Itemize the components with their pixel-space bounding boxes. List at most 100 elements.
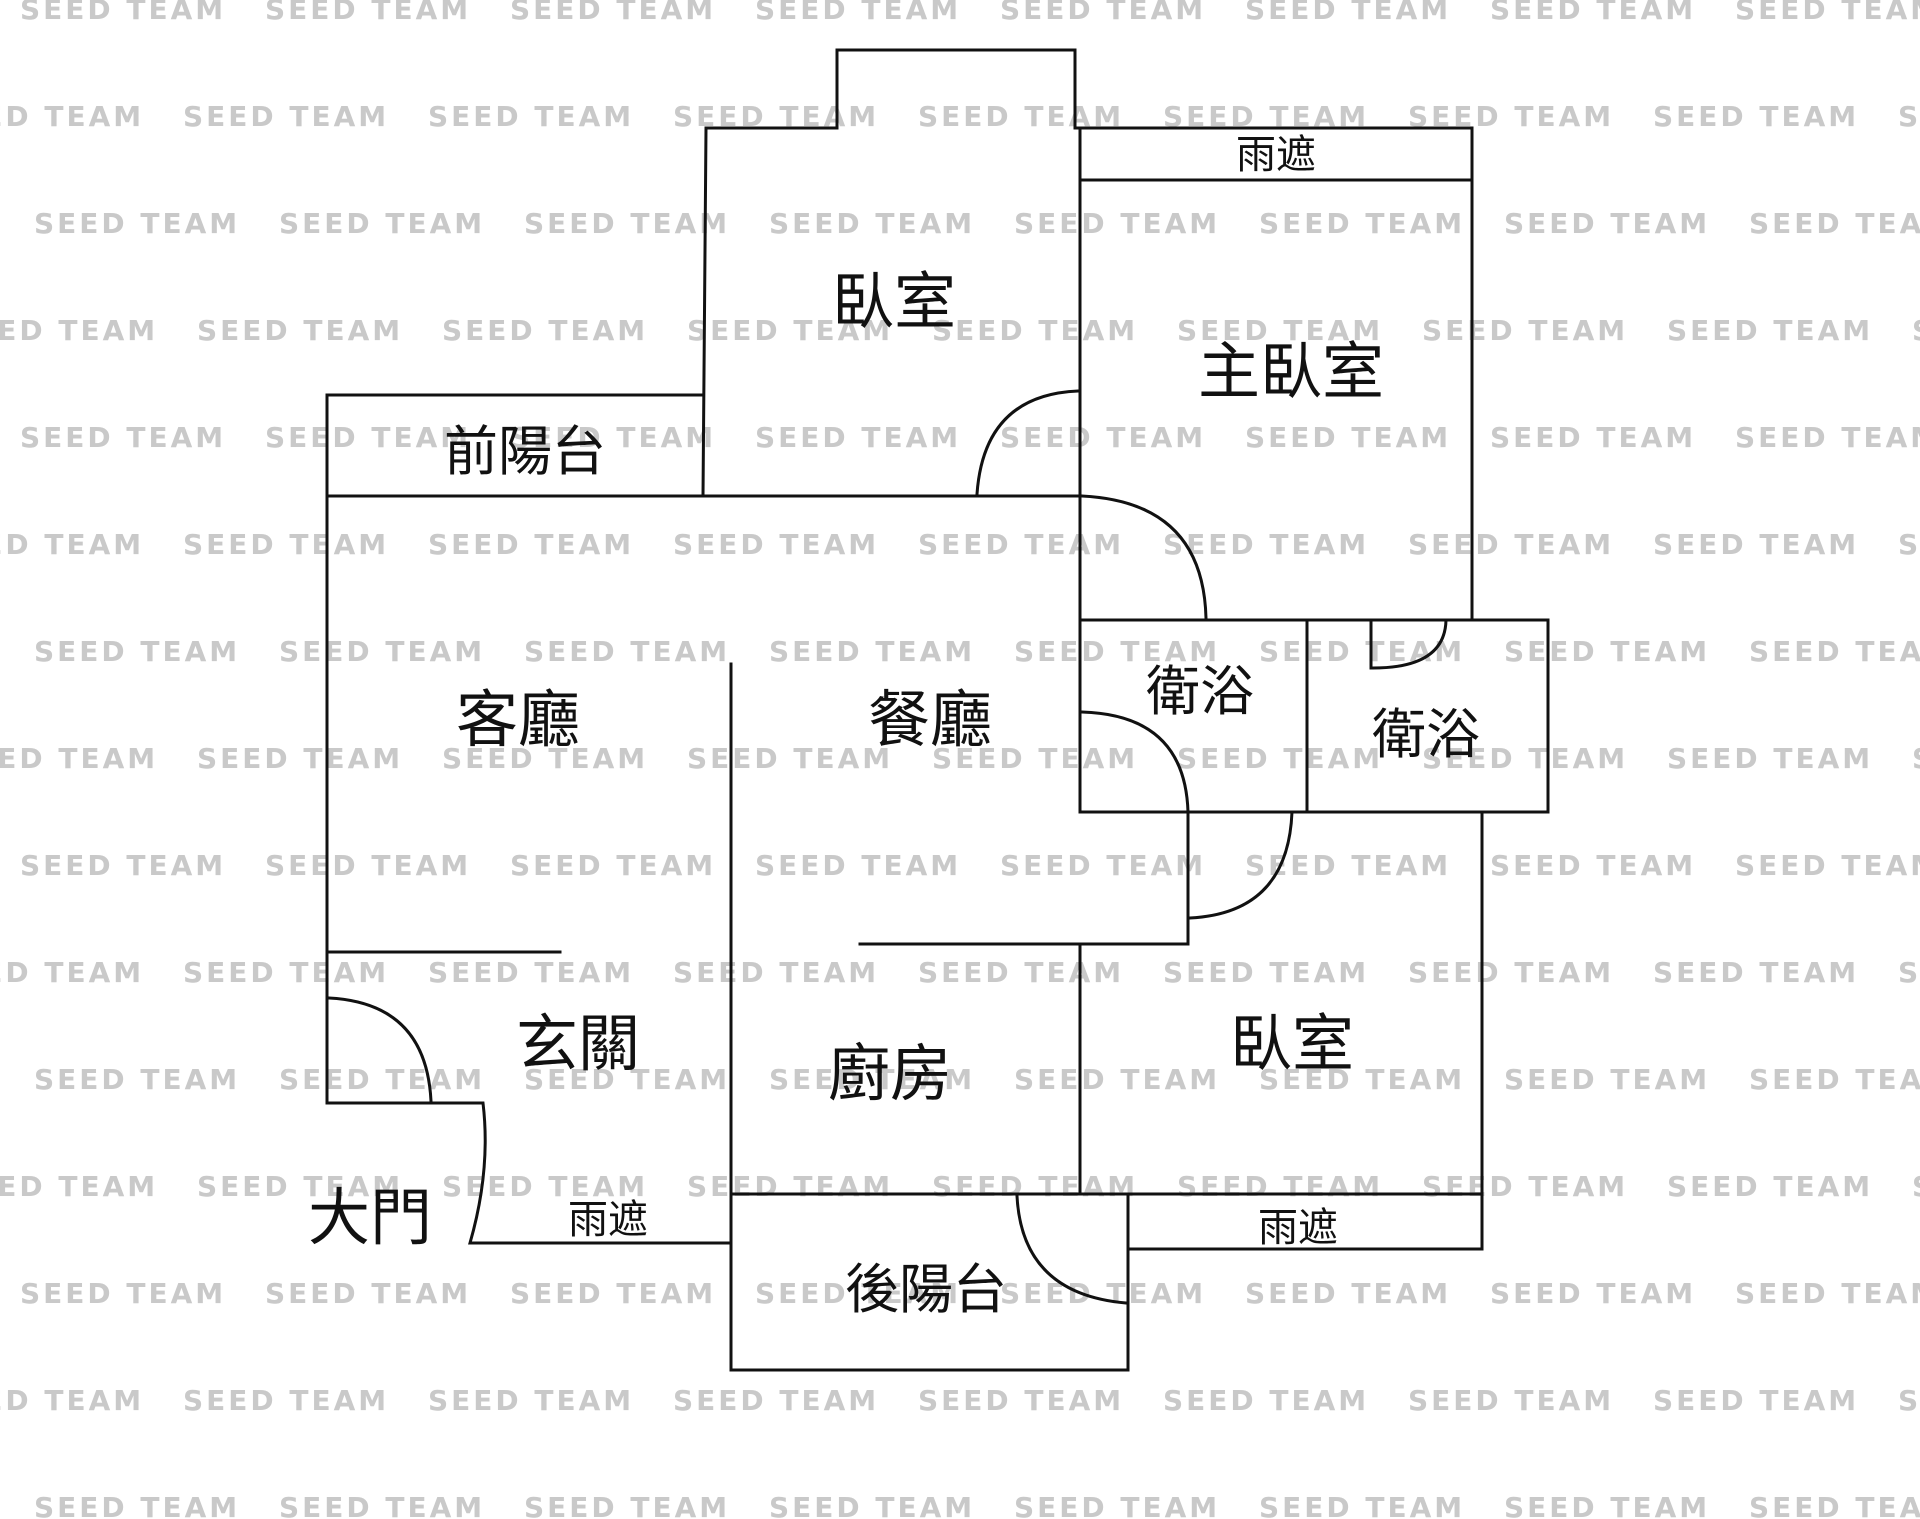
room-label-front-balcony: 前陽台	[444, 420, 606, 483]
watermark-text: SEED TEAM	[34, 1063, 241, 1096]
watermark-text: SEED TEAM	[183, 1384, 390, 1417]
watermark-text: SEED TEAM	[1653, 956, 1860, 989]
watermark-text: SEED TEAM	[510, 1277, 717, 1310]
door-swing-bath-1	[1080, 710, 1190, 814]
watermark-text: SEED TEAM	[769, 1491, 976, 1519]
watermark-text: SEED TEAM	[1408, 528, 1615, 561]
watermark-text: SEED TEAM	[524, 635, 731, 668]
watermark-text: SEED TEAM	[673, 100, 880, 133]
watermark-text: SEED TEAM	[1163, 956, 1370, 989]
room-label-foyer: 玄關	[515, 1007, 641, 1080]
watermark-text: SEED TEAM	[1735, 849, 1920, 882]
watermark-text: SEED TEAM	[20, 1277, 227, 1310]
watermark-text: SEED TEAM	[1177, 1170, 1384, 1203]
wall-master-bedroom	[1078, 126, 1474, 622]
watermark-text: SEED TEAM	[442, 742, 649, 775]
wall-dining-bottom	[858, 810, 1190, 946]
watermark-text: SEED TEAM	[1912, 1173, 1920, 1201]
room-label-bathroom-2: 衛浴	[1372, 703, 1480, 766]
door-swing-main	[327, 996, 433, 1103]
watermark-text: SEED TEAM	[769, 635, 976, 668]
watermark-text: SEED TEAM	[1422, 1170, 1629, 1203]
watermark-text: SEED TEAM	[673, 1384, 880, 1417]
watermark-text: SEED TEAM	[34, 207, 241, 240]
watermark-text: SEED TEAM	[755, 421, 962, 454]
watermark-text: SEED TEAM	[755, 0, 962, 26]
watermark-text: SEED TEAM	[932, 314, 1139, 347]
watermark-text: SEED TEAM	[687, 1170, 894, 1203]
watermark-text: SEED TEAM	[1259, 635, 1466, 668]
watermark-text: SEED TEAM	[524, 207, 731, 240]
watermark-text: SEED TEAM	[1735, 1277, 1920, 1310]
watermark-text: SEED TEAM	[0, 1170, 159, 1203]
watermark-text: SEED TEAM	[769, 207, 976, 240]
watermark-text: SEED TEAM	[1177, 742, 1384, 775]
watermark-text: SEED TEAM	[673, 528, 880, 561]
watermark-text: SEED TEAM	[1667, 742, 1874, 775]
watermark-text: SEED TEAM	[1653, 100, 1860, 133]
watermark-text: SEED TEAM	[1735, 421, 1920, 454]
watermark-text: SEED TEAM	[442, 314, 649, 347]
watermark-text: SEED TEAM	[1014, 1063, 1221, 1096]
watermark-text: SEED TEAM	[932, 742, 1139, 775]
watermark-text: SEED TEAM	[0, 956, 145, 989]
watermark-text: SEED TEAM	[1749, 635, 1920, 668]
wall-foyer-bottom	[325, 1101, 733, 1245]
door-swing-top-bedroom	[975, 389, 1080, 496]
watermark-text: SEED TEAM	[1000, 421, 1207, 454]
watermark-text: SEED TEAM	[510, 849, 717, 882]
watermark-text: SEED TEAM	[279, 1491, 486, 1519]
watermark-text: SEED TEAM	[918, 528, 1125, 561]
watermark-text: SEED TEAM	[0, 1384, 145, 1417]
watermark-text: SEED TEAM	[510, 0, 717, 26]
watermark-text: SEED TEAM	[918, 956, 1125, 989]
watermark-text: SEED TEAM	[183, 100, 390, 133]
door-swing-bedroom-bottom	[1188, 810, 1294, 920]
room-label-dining-room: 餐廳	[867, 683, 993, 756]
room-label-canopy-top: 雨遮	[1236, 132, 1316, 178]
watermark-text: SEED TEAM	[1735, 0, 1920, 26]
room-label-canopy-left: 雨遮	[568, 1197, 648, 1243]
watermark-text: SEED TEAM	[1163, 1384, 1370, 1417]
watermark-text: SEED TEAM	[1245, 1277, 1452, 1310]
watermark-text: SEED TEAM	[1912, 317, 1920, 345]
door-swing-rear	[1015, 1194, 1128, 1305]
watermark-text: SEED TEAM	[1898, 956, 1920, 989]
watermark-text: SEED TEAM	[197, 742, 404, 775]
watermark-text: SEED TEAM	[279, 207, 486, 240]
watermark-text: SEED TEAM	[1014, 635, 1221, 668]
watermark-text: SEED TEAM	[1898, 100, 1920, 133]
watermark-text: SEED TEAM	[1259, 1491, 1466, 1519]
watermark-text: SEED TEAM	[1749, 1491, 1920, 1519]
watermark-text: SEED TEAM	[932, 1170, 1139, 1203]
watermark-text: SEED TEAM	[1504, 207, 1711, 240]
watermark-text: SEED TEAM	[1177, 314, 1384, 347]
watermark-text: SEED TEAM	[1408, 100, 1615, 133]
watermark-text: SEED TEAM	[1490, 421, 1697, 454]
watermark-text: SEED TEAM	[1749, 1063, 1920, 1096]
watermark-text: SEED TEAM	[673, 956, 880, 989]
door-swing-master	[1080, 494, 1208, 620]
watermark-text: SEED TEAM	[918, 100, 1125, 133]
watermark-text: SEED TEAM	[428, 528, 635, 561]
watermark-text: SEED TEAM	[265, 421, 472, 454]
watermark-text: SEED TEAM	[0, 314, 159, 347]
watermark-text: SEED TEAM	[1259, 1063, 1466, 1096]
watermark-text: SEED TEAM	[1014, 1491, 1221, 1519]
wall-front-balcony	[325, 393, 705, 498]
watermark-text: SEED TEAM	[0, 528, 145, 561]
watermark-text: SEED TEAM	[1163, 100, 1370, 133]
wall-top-bedroom	[701, 48, 1082, 498]
watermark-text: SEED TEAM	[279, 635, 486, 668]
watermark-text: SEED TEAM	[510, 421, 717, 454]
watermark-text: SEED TEAM	[1422, 742, 1629, 775]
watermark-text: SEED TEAM	[1898, 528, 1920, 561]
watermark-text: SEED TEAM	[265, 849, 472, 882]
watermark-text: SEED TEAM	[1163, 528, 1370, 561]
watermark-text: SEED TEAM	[1667, 314, 1874, 347]
watermark-text: SEED TEAM	[1245, 421, 1452, 454]
room-label-bedroom-top: 臥室	[831, 265, 957, 338]
